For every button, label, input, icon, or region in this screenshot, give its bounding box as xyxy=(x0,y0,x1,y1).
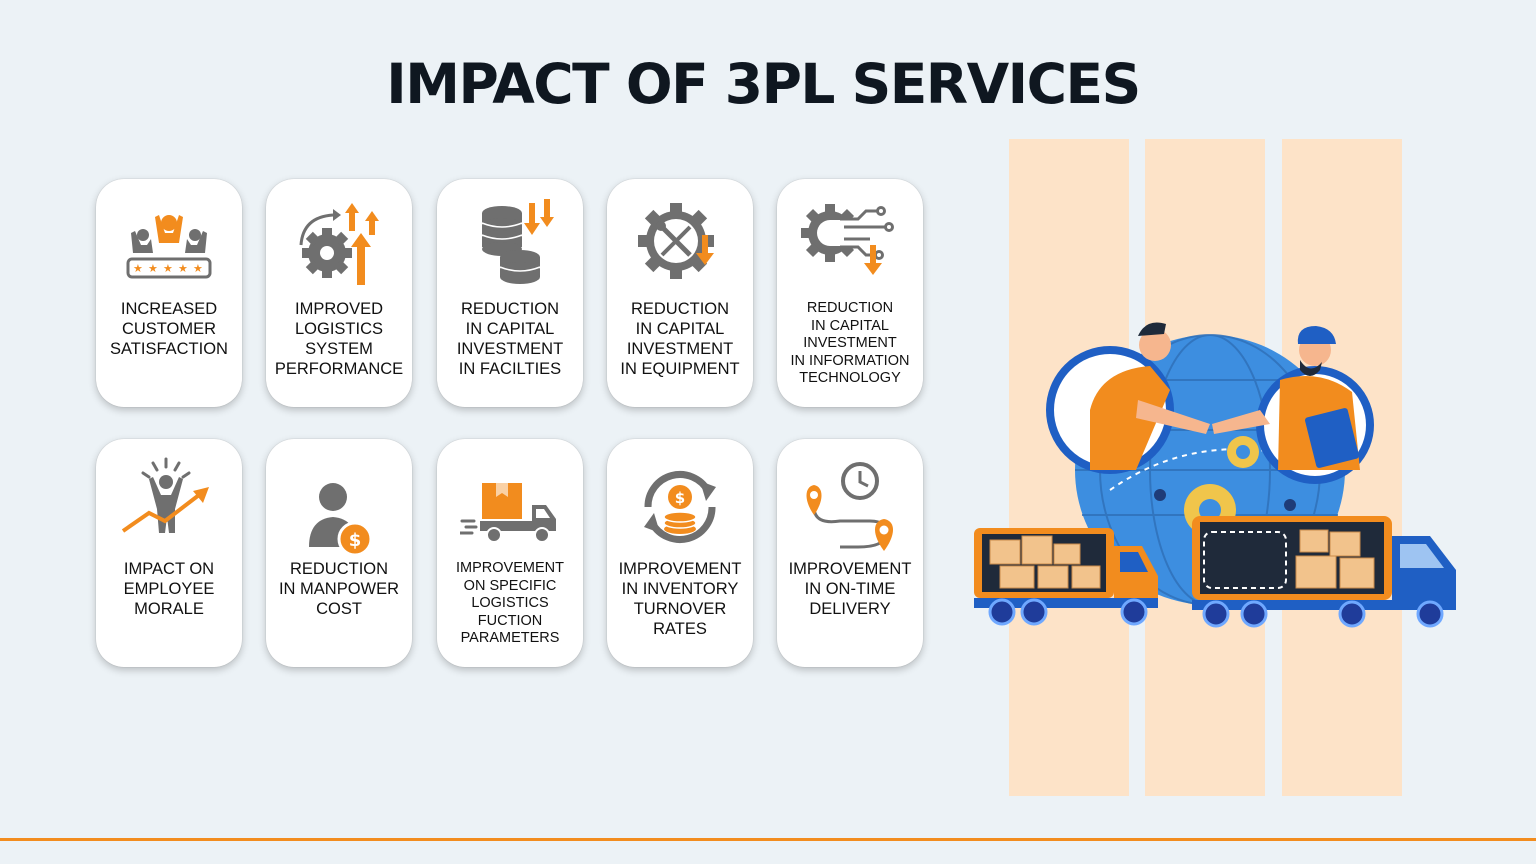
gear-growth-icon xyxy=(289,195,389,295)
card-label: REDUCTION IN MANPOWER COST xyxy=(278,560,400,618)
card-customer-satisfaction: ★ ★ ★ ★ ★ INCREASED CUSTOMER SATISFACTION xyxy=(96,179,242,407)
coin-stack-down-icon xyxy=(460,195,560,295)
card-label: IMPROVEMENT ON SPECIFIC LOGISTICS FUCTIO… xyxy=(456,560,564,646)
page-title: IMPACT OF 3PL SERVICES xyxy=(386,52,1141,116)
svg-text:$: $ xyxy=(675,489,685,507)
svg-text:★: ★ xyxy=(193,262,203,275)
card-label: REDUCTION IN CAPITAL INVESTMENT IN FACIL… xyxy=(456,300,564,378)
logistics-handshake-illustration xyxy=(960,300,1480,660)
card-inventory-turnover: $ IMPROVEMENT IN INVENTORY TURNOVER RATE… xyxy=(607,439,753,667)
clock-route-icon xyxy=(800,455,900,555)
card-investment-it: REDUCTION IN CAPITAL INVESTMENT IN INFOR… xyxy=(777,179,923,407)
svg-text:★: ★ xyxy=(133,262,143,275)
card-employee-morale: IMPACT ON EMPLOYEE MORALE xyxy=(96,439,242,667)
card-logistics-performance: IMPROVED LOGISTICS SYSTEM PERFORMANCE xyxy=(266,179,412,407)
card-label: REDUCTION IN CAPITAL INVESTMENT IN EQUIP… xyxy=(620,300,740,378)
card-on-time-delivery: IMPROVEMENT IN ON-TIME DELIVERY xyxy=(777,439,923,667)
customer-satisfaction-icon: ★ ★ ★ ★ ★ xyxy=(119,195,219,295)
bottom-accent-line xyxy=(0,838,1536,841)
card-label: IMPROVED LOGISTICS SYSTEM PERFORMANCE xyxy=(274,300,404,378)
card-label: INCREASED CUSTOMER SATISFACTION xyxy=(110,300,228,358)
card-label: IMPACT ON EMPLOYEE MORALE xyxy=(123,560,215,618)
svg-text:★: ★ xyxy=(178,262,188,275)
gear-tools-icon xyxy=(630,195,730,295)
svg-text:$: $ xyxy=(349,530,362,551)
delivery-truck-icon xyxy=(460,455,560,555)
svg-text:★: ★ xyxy=(163,262,173,275)
card-label: REDUCTION IN CAPITAL INVESTMENT IN INFOR… xyxy=(790,300,910,386)
card-investment-facilities: REDUCTION IN CAPITAL INVESTMENT IN FACIL… xyxy=(437,179,583,407)
employee-growth-icon xyxy=(119,455,219,555)
gear-circuit-icon xyxy=(800,195,900,295)
coin-cycle-icon: $ xyxy=(630,455,730,555)
card-label: IMPROVEMENT IN ON-TIME DELIVERY xyxy=(788,560,912,618)
card-investment-equipment: REDUCTION IN CAPITAL INVESTMENT IN EQUIP… xyxy=(607,179,753,407)
svg-text:★: ★ xyxy=(148,262,158,275)
card-manpower-cost: $ REDUCTION IN MANPOWER COST xyxy=(266,439,412,667)
person-dollar-icon: $ xyxy=(289,455,389,555)
card-label: IMPROVEMENT IN INVENTORY TURNOVER RATES xyxy=(618,560,742,638)
card-logistics-parameters: IMPROVEMENT ON SPECIFIC LOGISTICS FUCTIO… xyxy=(437,439,583,667)
